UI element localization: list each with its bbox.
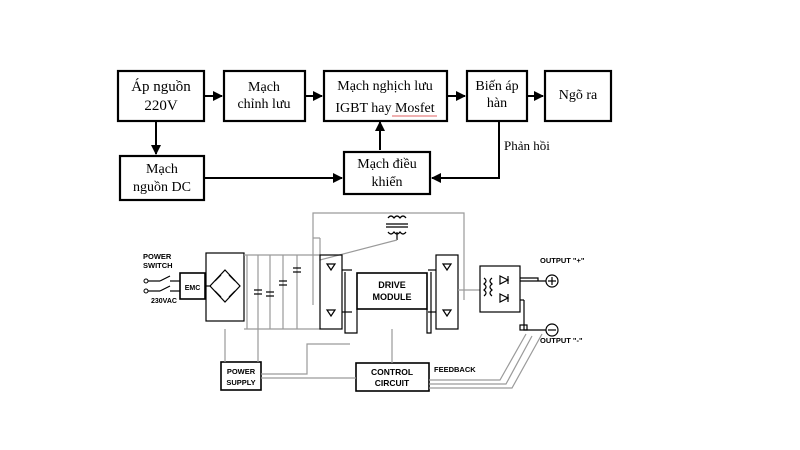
feedback-label: Phản hồi xyxy=(504,138,550,153)
block-power-source: Áp nguồn 220V xyxy=(116,69,206,123)
bridge-rectifier xyxy=(205,252,245,322)
control-circuit-block: CONTROL CIRCUIT xyxy=(355,362,430,392)
block-diagram: Áp nguồn 220V Mạch chỉnh lưu Mạch nghịch… xyxy=(116,69,613,202)
left-igbt-leg xyxy=(319,254,352,330)
block-welding-transformer: Biến áp hàn xyxy=(465,69,529,123)
output-transformer xyxy=(479,265,521,313)
block-dc-supply-line1: Mạch xyxy=(146,162,178,177)
output-plus-terminal xyxy=(545,274,559,288)
arrow-feedback xyxy=(431,121,500,183)
output-minus-label: OUTPUT "-" xyxy=(540,336,583,345)
right-igbt-leg xyxy=(428,254,459,330)
block-power-source-line2: 220V xyxy=(144,98,178,114)
block-inverter-line1: Mạch nghịch lưu xyxy=(337,79,432,94)
block-transformer-line1: Biến áp xyxy=(475,79,518,94)
feedback-schematic-label: FEEDBACK xyxy=(434,365,476,374)
output-plus-label: OUTPUT "+" xyxy=(540,256,585,265)
power-supply-line2: SUPPLY xyxy=(226,378,255,387)
control-circuit-line2: CIRCUIT xyxy=(375,378,410,388)
output-minus-terminal xyxy=(545,323,559,337)
block-dc-supply: Mạch nguồn DC xyxy=(118,154,206,202)
block-inverter: Mạch nghịch lưu IGBT hay Mosfet xyxy=(322,69,449,123)
block-dc-supply-line2: nguồn DC xyxy=(133,180,191,195)
block-output-label: Ngõ ra xyxy=(559,88,598,103)
block-control-line2: khiển xyxy=(371,175,402,190)
block-rectifier-line1: Mạch xyxy=(248,80,280,95)
power-supply-line1: POWER xyxy=(227,367,256,376)
block-rectifier-line2: chỉnh lưu xyxy=(237,97,290,112)
power-switch-line2: SWITCH xyxy=(143,261,173,270)
block-control-line1: Mạch điều xyxy=(357,157,416,172)
block-inverter-line2: IGBT hay Mosfet xyxy=(335,101,434,116)
power-supply-block: POWER SUPPLY xyxy=(220,361,262,391)
bus-capacitors xyxy=(254,267,301,297)
top-transformer-symbol xyxy=(386,215,408,240)
block-output: Ngõ ra xyxy=(543,69,613,123)
input-voltage-label: 230VAC xyxy=(151,298,177,305)
block-power-source-line1: Áp nguồn xyxy=(131,78,191,95)
block-rectifier: Mạch chỉnh lưu xyxy=(222,69,307,123)
block-transformer-line2: hàn xyxy=(487,96,507,111)
control-circuit-line1: CONTROL xyxy=(371,367,413,377)
drive-module-line1: DRIVE xyxy=(378,280,406,290)
emc-filter: EMC xyxy=(179,272,206,300)
power-switch-line1: POWER xyxy=(143,252,172,261)
drive-module-line2: MODULE xyxy=(373,292,412,302)
drive-module: DRIVE MODULE xyxy=(356,272,428,310)
emc-label: EMC xyxy=(185,285,201,292)
schematic: POWER SWITCH 230VAC EMC xyxy=(143,212,585,392)
power-switch-symbol xyxy=(143,275,180,294)
block-control: Mạch điều khiển xyxy=(342,150,432,196)
